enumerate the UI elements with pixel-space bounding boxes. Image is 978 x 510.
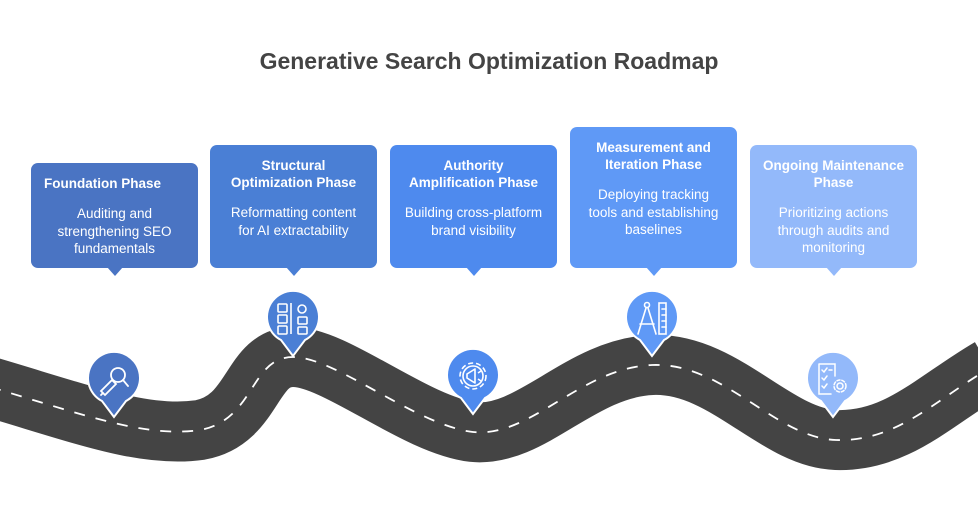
authority-amplification-phase-card: Authority Amplification Phase Building c… bbox=[390, 145, 557, 276]
layout-blocks-icon bbox=[277, 303, 308, 335]
measurement-iteration-phase-title: Measurement and Iteration Phase bbox=[596, 140, 711, 172]
foundation-marker-pin bbox=[87, 351, 141, 419]
authority-amplification-phase-description: Building cross-platform brand visibility bbox=[404, 205, 543, 238]
measurement-marker bbox=[625, 290, 679, 358]
page-title: Generative Search Optimization Roadmap bbox=[259, 48, 719, 74]
structural-optimization-phase-card: Structural Optimization Phase Reformatti… bbox=[210, 145, 377, 276]
foundation-phase-description: Auditing and strengthening SEO fundament… bbox=[57, 206, 172, 256]
ongoing-maintenance-phase-card: Ongoing Maintenance Phase Prioritizing a… bbox=[750, 145, 917, 276]
ongoing-maintenance-phase-description: Prioritizing actions through audits and … bbox=[777, 205, 890, 255]
measurement-iteration-phase-card: Measurement and Iteration Phase Deployin… bbox=[570, 127, 737, 276]
road-center-dashes bbox=[0, 356, 978, 441]
structural-marker bbox=[266, 290, 320, 358]
checklist-gear-icon bbox=[818, 363, 847, 395]
authority-amplification-phase-title: Authority Amplification Phase bbox=[408, 158, 539, 190]
structural-optimization-phase-title: Structural Optimization Phase bbox=[230, 158, 357, 190]
ongoing-maintenance-phase-title: Ongoing Maintenance Phase bbox=[762, 158, 904, 190]
foundation-phase-title: Foundation Phase bbox=[44, 176, 162, 191]
compass-ruler-icon bbox=[637, 301, 667, 335]
megaphone-gear-icon bbox=[459, 362, 487, 390]
maintenance-marker bbox=[806, 351, 860, 419]
magnifier-pencil-icon bbox=[99, 367, 129, 397]
foundation-marker bbox=[87, 351, 141, 419]
authority-marker bbox=[446, 348, 500, 416]
measurement-iteration-phase-description: Deploying tracking tools and establishin… bbox=[588, 187, 719, 237]
structural-optimization-phase-description: Reformatting content for AI extractabili… bbox=[230, 205, 357, 238]
maintenance-marker-pin bbox=[806, 351, 860, 419]
foundation-phase-card: Foundation Phase Auditing and strengthen… bbox=[31, 163, 198, 276]
